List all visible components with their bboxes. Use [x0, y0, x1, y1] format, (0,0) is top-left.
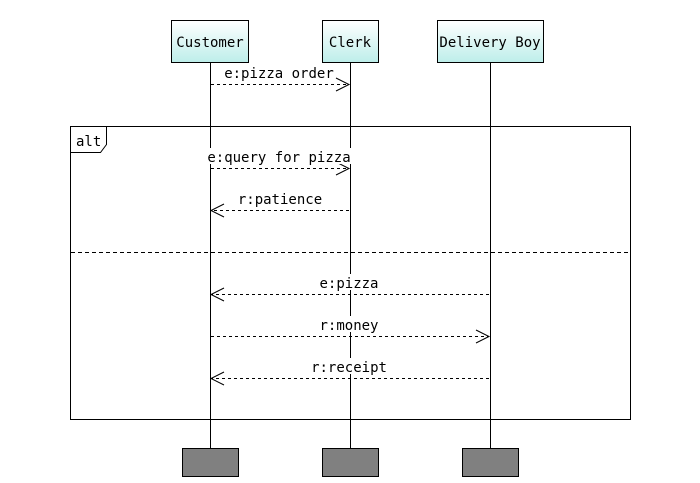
message-arrow-head [335, 161, 351, 176]
terminator-delivery-boy [462, 448, 519, 477]
message-pizza[interactable]: e:pizza [209, 274, 489, 302]
message-pizza-order[interactable]: e:pizza order [211, 66, 351, 92]
message-label: e:pizza order [224, 66, 334, 82]
lifelines [210, 63, 491, 449]
message-money[interactable]: r:money [211, 316, 491, 344]
message-arrow-head [209, 203, 225, 218]
message-label: e:query for pizza [207, 150, 350, 166]
message-patience[interactable]: r:patience [209, 192, 349, 218]
message-label: r:receipt [311, 360, 387, 376]
alt-fragment-label-box [70, 126, 107, 153]
message-arrow-head [209, 371, 225, 386]
messages: e:pizza order e:query for pizza r:patien… [200, 66, 491, 386]
participant-delivery-boy-box [437, 20, 544, 63]
message-arrow-head [475, 329, 491, 344]
participant-delivery-boy-label: Delivery Boy [439, 35, 540, 51]
message-label-bg [316, 274, 382, 290]
participant-clerk[interactable]: Clerk [322, 20, 379, 63]
message-label: e:pizza [319, 276, 378, 292]
message-label: r:patience [238, 192, 322, 208]
participant-delivery-boy[interactable]: Delivery Boy [437, 20, 544, 63]
participant-clerk-box [322, 20, 379, 63]
alt-fragment-operator: alt [76, 134, 101, 150]
participant-customer-box [171, 20, 249, 63]
participant-clerk-label: Clerk [329, 35, 372, 51]
message-label-bg [316, 316, 382, 332]
participant-customer-label: Customer [176, 35, 243, 51]
message-arrow-head [209, 287, 225, 302]
message-arrow-head [335, 77, 351, 92]
terminator-clerk [322, 448, 379, 477]
message-label: r:money [319, 318, 378, 334]
terminator-customer [182, 448, 239, 477]
message-label-bg [308, 358, 390, 374]
message-query-for-pizza[interactable]: e:query for pizza [200, 148, 358, 176]
participant-customer[interactable]: Customer [171, 20, 249, 63]
message-receipt[interactable]: r:receipt [209, 358, 489, 386]
message-label-bg [200, 148, 358, 164]
lifeline-terminators [182, 448, 519, 477]
